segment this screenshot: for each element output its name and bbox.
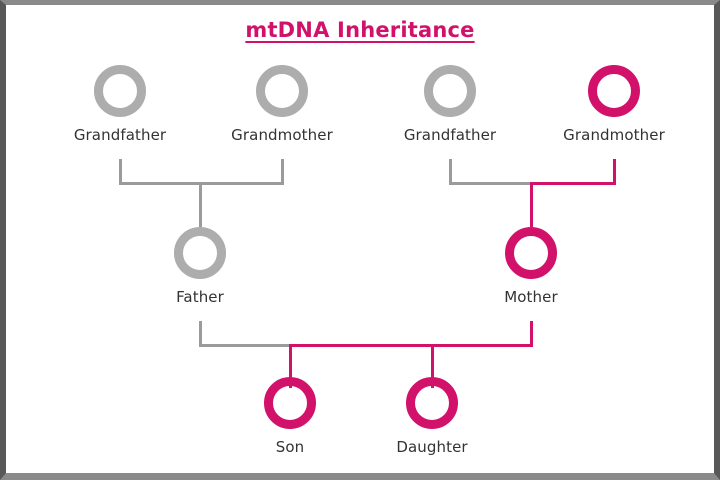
pedigree-node-grandmother-right[interactable]: Grandmother bbox=[554, 65, 674, 144]
connector-gp-right-stub-mother bbox=[613, 159, 616, 185]
pedigree-node-grandmother-left[interactable]: Grandmother bbox=[222, 65, 342, 144]
no-mtdna-ring-icon bbox=[256, 65, 308, 117]
pedigree-node-father[interactable]: Father bbox=[140, 227, 260, 306]
connector-parents-stub-mother bbox=[530, 321, 533, 347]
pedigree-node-grandfather-right[interactable]: Grandfather bbox=[390, 65, 510, 144]
page-title: mtDNA Inheritance bbox=[245, 18, 475, 42]
connector-parents-drop-to-daughter bbox=[431, 344, 434, 388]
no-mtdna-ring-icon bbox=[94, 65, 146, 117]
node-label-daughter: Daughter bbox=[396, 438, 468, 456]
connector-gp-left-stub-father bbox=[119, 159, 122, 185]
node-label-grandmother-left: Grandmother bbox=[231, 126, 333, 144]
diagram-canvas: mtDNA Inheritance Grandfather Grandmother… bbox=[6, 5, 714, 473]
connector-parents-crossbar-pink bbox=[290, 344, 533, 347]
mtdna-carrier-ring-icon bbox=[505, 227, 557, 279]
node-label-grandfather-right: Grandfather bbox=[403, 126, 497, 144]
node-label-father: Father bbox=[176, 288, 224, 306]
mtdna-carrier-ring-icon bbox=[264, 377, 316, 429]
mtdna-carrier-ring-icon bbox=[406, 377, 458, 429]
connector-gp-left-stub-mother bbox=[281, 159, 284, 185]
pedigree-node-grandfather-left[interactable]: Grandfather bbox=[60, 65, 180, 144]
mtdna-carrier-ring-icon bbox=[588, 65, 640, 117]
pedigree-node-mother[interactable]: Mother bbox=[471, 227, 591, 306]
no-mtdna-ring-icon bbox=[174, 227, 226, 279]
node-label-grandmother-right: Grandmother bbox=[563, 126, 665, 144]
connector-gp-right-drop-to-mother bbox=[530, 182, 533, 227]
connector-gp-right-crossbar-pink bbox=[531, 182, 616, 185]
node-label-grandfather-left: Grandfather bbox=[73, 126, 167, 144]
node-label-mother: Mother bbox=[504, 288, 558, 306]
connector-gp-right-stub-father bbox=[449, 159, 452, 185]
pedigree-node-son[interactable]: Son bbox=[230, 377, 350, 456]
connector-parents-crossbar-grey bbox=[199, 344, 291, 347]
no-mtdna-ring-icon bbox=[424, 65, 476, 117]
connector-parents-drop-to-son bbox=[289, 344, 292, 388]
node-label-son: Son bbox=[275, 438, 305, 456]
connector-gp-left-drop-to-father bbox=[199, 182, 202, 227]
pedigree-node-daughter[interactable]: Daughter bbox=[372, 377, 492, 456]
connector-gp-right-crossbar-grey bbox=[449, 182, 533, 185]
connector-parents-stub-father bbox=[199, 321, 202, 347]
